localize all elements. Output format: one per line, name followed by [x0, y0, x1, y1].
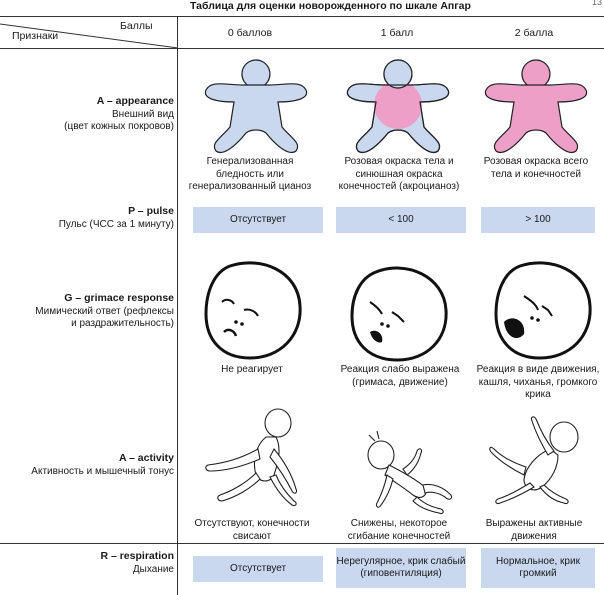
- page-title: Таблица для оценки новорожденного по шка…: [190, 0, 471, 12]
- active-baby-icon: [489, 416, 579, 505]
- row-respiration-name: Дыхание: [132, 563, 174, 575]
- flexed-baby-icon: [367, 430, 453, 515]
- row-grimace-label: G – grimace response Мимический ответ (р…: [35, 292, 174, 331]
- grimace-score-1: Реакция слабо выражена (гримаса, движени…: [340, 364, 460, 388]
- page-number: 13: [592, 0, 603, 7]
- signs-header-label: Признаки: [12, 30, 59, 42]
- pink-baby-icon: [484, 59, 588, 153]
- limp-baby-icon: [205, 408, 298, 507]
- crying-face-icon: [494, 261, 592, 360]
- row-activity-name: Активность и мышечный тонус: [31, 465, 174, 477]
- respiration-score-2: Нормальное, крик громкий: [481, 548, 595, 588]
- row-appearance-code: A – appearance: [96, 95, 174, 107]
- row-grimace-note: и раздражительность): [71, 318, 174, 329]
- respiration-score-1: Нерегулярное, крик слабый (гиповентиляци…: [336, 548, 466, 588]
- no-reaction-face-icon: [204, 261, 302, 360]
- row-appearance-note: (цвет кожных покровов): [64, 121, 174, 132]
- row-grimace-code: G – grimace response: [64, 292, 174, 304]
- pulse-score-0: Отсутствует: [193, 207, 323, 233]
- row-appearance-name: Внешний вид: [112, 108, 174, 120]
- acrocyanosis-baby-icon: [346, 59, 450, 153]
- top-rule: [0, 16, 604, 17]
- header-rule: [0, 48, 604, 49]
- column-header-0: 0 баллов: [227, 27, 273, 39]
- pale-baby-icon: [204, 59, 308, 153]
- row-respiration-code: R – respiration: [100, 550, 174, 562]
- activity-score-1: Снижены, некоторое сгибание конечностей: [347, 518, 451, 542]
- respiration-score-0: Отсутствует: [193, 556, 323, 582]
- pulse-score-1: < 100: [336, 207, 466, 233]
- respiration-rule: [0, 543, 604, 544]
- activity-score-2: Выражены активные движения: [485, 518, 583, 542]
- column-header-1: 1 балл: [380, 27, 414, 39]
- row-respiration-label: R – respiration Дыхание: [100, 550, 174, 576]
- signs-column-divider: [177, 16, 178, 595]
- weak-grimace-face-icon: [350, 266, 448, 362]
- row-pulse-code: P – pulse: [128, 205, 174, 217]
- appearance-score-1: Розовая окраска тела и синюшная окраска …: [338, 156, 460, 192]
- header-diagonal: [0, 23, 178, 48]
- row-pulse-name: Пульс (ЧСС за 1 минуту): [58, 218, 174, 230]
- row-activity-label: A – activity Активность и мышечный тонус: [31, 452, 174, 478]
- grimace-score-2: Реакция в виде движения, кашля, чиханья,…: [476, 364, 600, 400]
- column-header-2: 2 балла: [514, 27, 554, 39]
- row-appearance-label: A – appearance Внешний вид (цвет кожных …: [64, 95, 174, 134]
- appearance-score-2: Розовая окраска всего тела и конечностей: [483, 156, 589, 180]
- activity-score-0: Отсутствуют, конечности свисают: [194, 518, 310, 542]
- pulse-score-2: > 100: [481, 207, 595, 233]
- row-grimace-name: Мимический ответ (рефлексы: [35, 305, 174, 317]
- scores-header-label: Баллы: [120, 20, 153, 32]
- row-activity-code: A – activity: [118, 452, 174, 464]
- grimace-score-0: Не реагирует: [221, 364, 283, 375]
- row-pulse-label: P – pulse Пульс (ЧСС за 1 минуту): [59, 205, 174, 231]
- appearance-score-0: Генерализованная бледность или генерализ…: [188, 156, 312, 192]
